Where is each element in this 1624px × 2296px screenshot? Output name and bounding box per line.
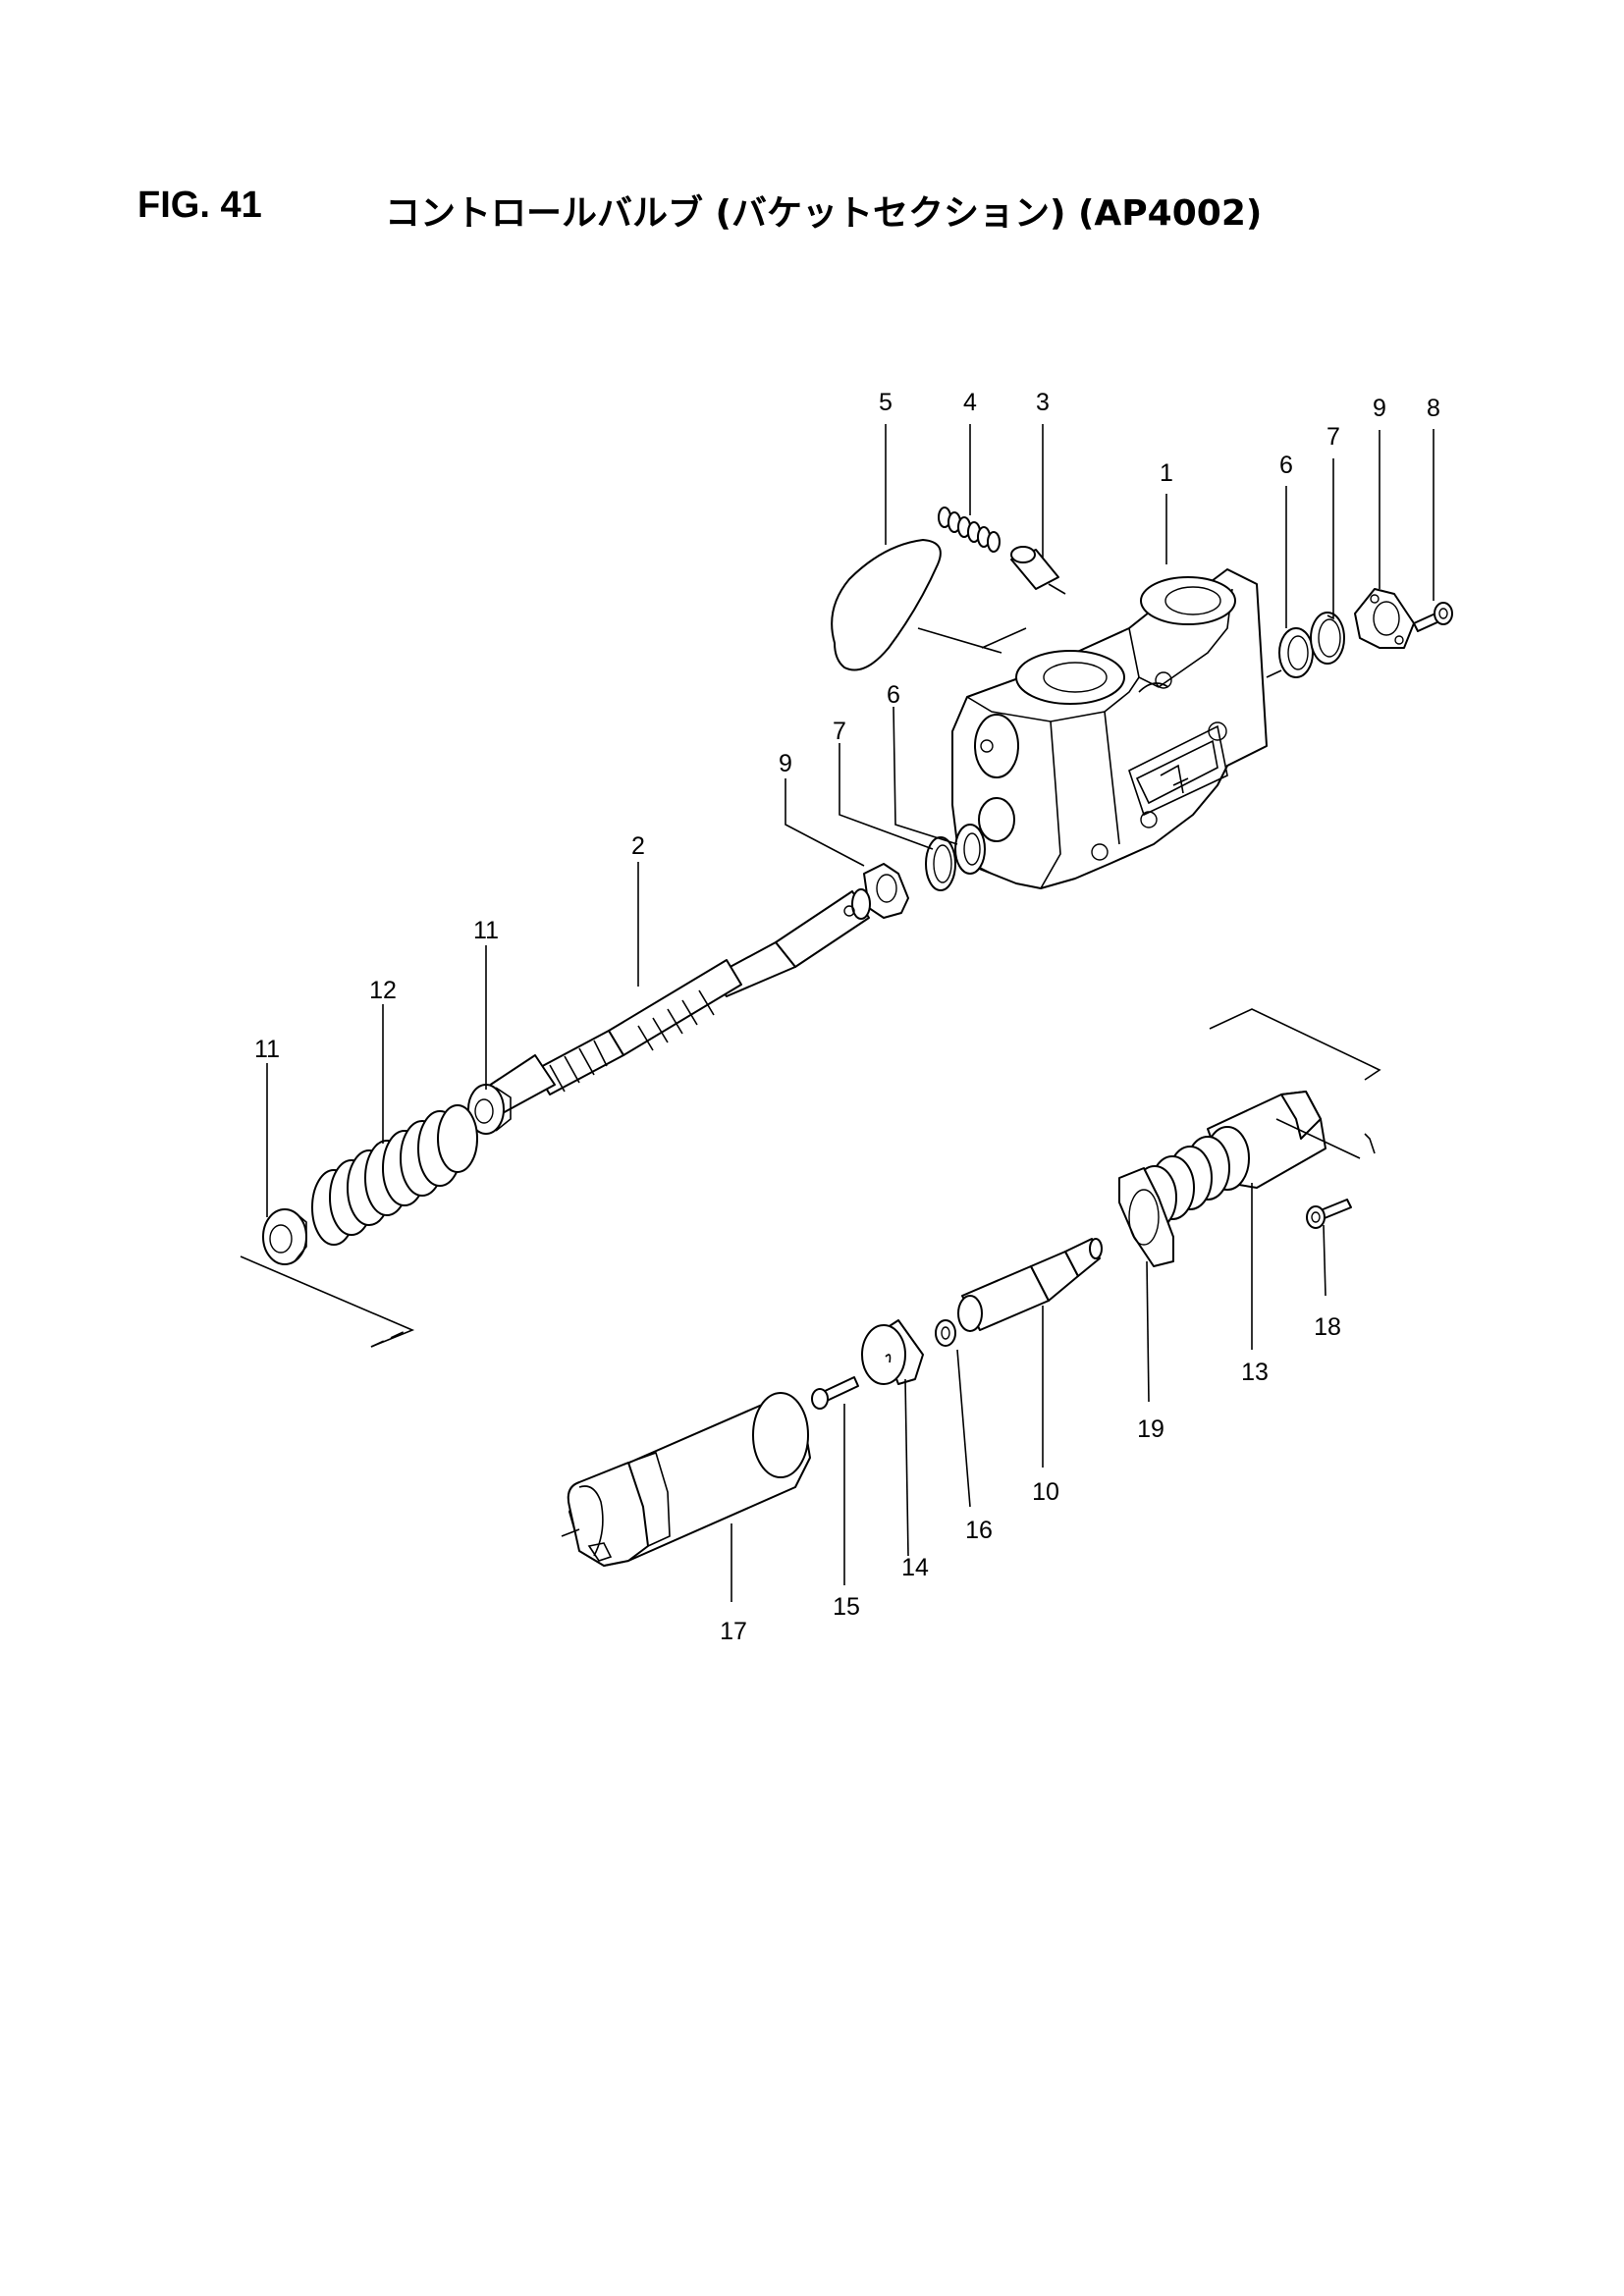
figure-title: コントロールバルブ (バケットセクション) (AP4002) xyxy=(385,193,1263,234)
callout-8: 8 xyxy=(1427,395,1440,422)
callout-6-left: 6 xyxy=(887,681,900,709)
bolt-part-8 xyxy=(1413,602,1453,632)
callout-11-upper: 11 xyxy=(473,917,499,944)
spring-part-4 xyxy=(938,507,1001,553)
callout-11-lower: 11 xyxy=(254,1036,280,1063)
cut-line-right xyxy=(1209,1008,1381,1081)
washer-part-7-left xyxy=(925,836,956,891)
flange-part-9-right xyxy=(1354,588,1415,649)
callout-19: 19 xyxy=(1137,1415,1164,1443)
callout-5: 5 xyxy=(879,389,893,416)
callout-13: 13 xyxy=(1241,1359,1269,1386)
figure-number: FIG. 41 xyxy=(137,185,262,226)
callout-4: 4 xyxy=(963,389,977,416)
o-ring-part-6-left xyxy=(954,824,986,875)
callout-3: 3 xyxy=(1036,389,1050,416)
callout-18: 18 xyxy=(1314,1313,1341,1341)
callout-7-left: 7 xyxy=(833,718,846,745)
valve-body-part xyxy=(951,568,1268,889)
shaft-part-10 xyxy=(957,1238,1103,1332)
callout-16: 16 xyxy=(965,1517,993,1544)
callout-10: 10 xyxy=(1032,1478,1059,1506)
plug-part-3 xyxy=(1010,546,1066,595)
callout-14: 14 xyxy=(901,1554,929,1581)
callout-2: 2 xyxy=(631,832,645,860)
callout-12: 12 xyxy=(369,977,397,1004)
cylinder-part-17 xyxy=(561,1392,811,1567)
seat-part-11-lower xyxy=(262,1208,307,1265)
leader-lines xyxy=(266,424,1435,1602)
callout-6-right: 6 xyxy=(1279,452,1293,479)
callout-9-right: 9 xyxy=(1373,395,1386,422)
callout-7-right: 7 xyxy=(1326,423,1340,451)
nut-part-16 xyxy=(935,1319,956,1347)
callout-17: 17 xyxy=(720,1618,747,1645)
leader-line xyxy=(240,1255,415,1348)
bolt-part-18 xyxy=(1306,1199,1352,1229)
gasket-part-19 xyxy=(1118,1167,1174,1267)
callout-1: 1 xyxy=(1160,459,1173,487)
spool-part-2 xyxy=(485,888,871,1115)
callout-15: 15 xyxy=(833,1593,860,1621)
flange-part-9-left xyxy=(863,863,909,919)
callout-9-left: 9 xyxy=(779,750,792,777)
plate-part-5 xyxy=(831,539,1027,671)
spacer-part-14 xyxy=(861,1319,924,1385)
bolt-part-15 xyxy=(811,1376,859,1410)
spring-part-12 xyxy=(311,1104,478,1246)
o-ring-part-6-right xyxy=(1278,627,1314,678)
washer-part-7-right xyxy=(1310,612,1345,665)
